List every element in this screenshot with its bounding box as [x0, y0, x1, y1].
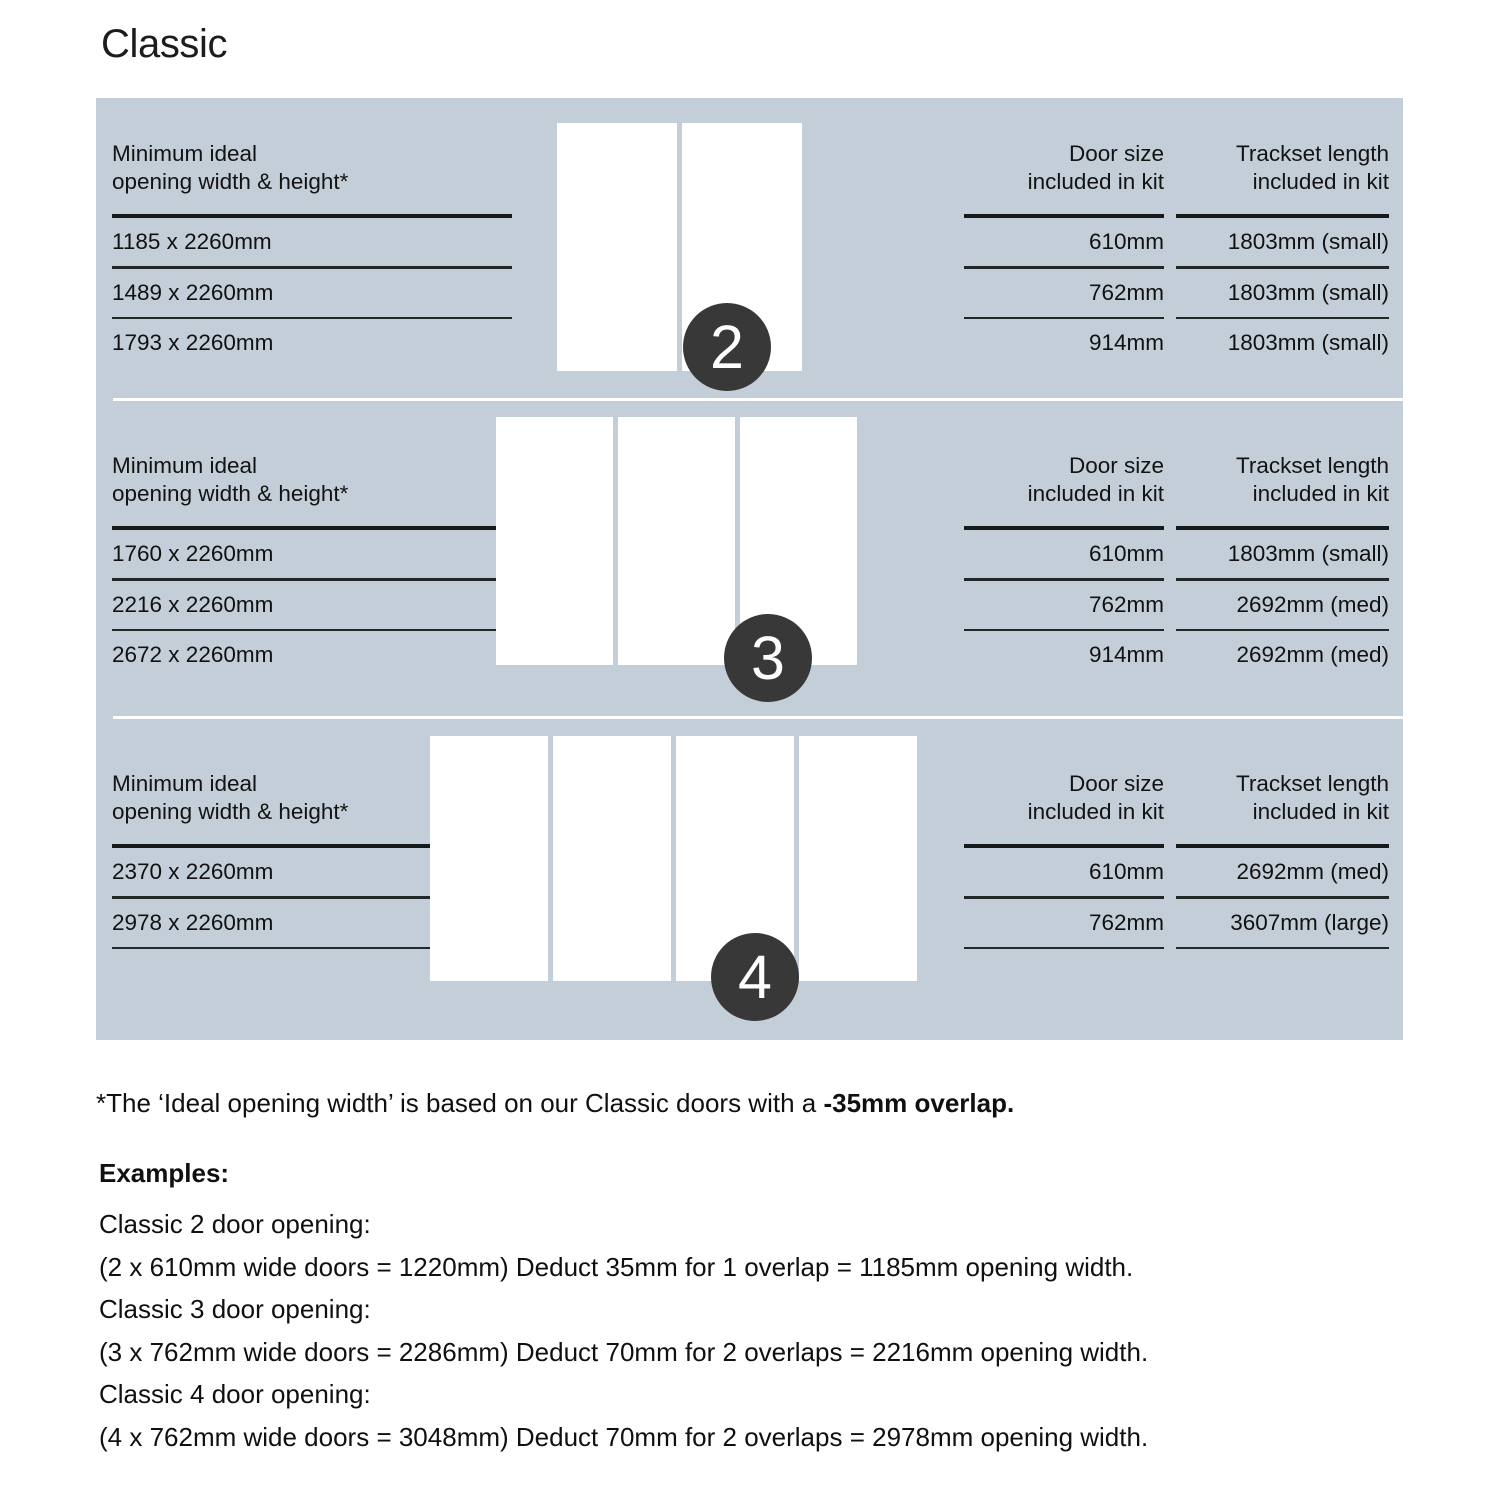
column-header-opening: Minimum ideal opening width & height* — [112, 453, 349, 506]
column-door-size: Door size included in kit 610mm 762mm — [964, 718, 1164, 1040]
table-cell-trackset: 2692mm (med) — [1236, 859, 1389, 884]
panel-4-door: Minimum ideal opening width & height* 23… — [96, 718, 1403, 1040]
door-panel — [618, 417, 735, 665]
row-rule — [1176, 896, 1389, 899]
table-cell-door-size: 914mm — [1088, 330, 1164, 355]
table-cell-door-size: 762mm — [1088, 279, 1164, 305]
table-cell-door-size: 762mm — [1088, 591, 1164, 617]
row-rule — [964, 316, 1164, 319]
table-cell-opening: 2978 x 2260mm — [112, 909, 274, 935]
example-line: (2 x 610mm wide doors = 1220mm) Deduct 3… — [99, 1251, 1134, 1282]
column-header-opening: Minimum ideal opening width & height* — [112, 141, 349, 194]
row-rule — [1176, 628, 1389, 631]
table-cell-opening: 1185 x 2260mm — [112, 229, 272, 254]
header-rule — [964, 526, 1164, 530]
table-cell-trackset: 1803mm (small) — [1227, 541, 1389, 566]
row-rule — [964, 628, 1164, 631]
examples-list: Classic 2 door opening: (2 x 610mm wide … — [99, 1203, 1459, 1458]
panel-divider — [113, 716, 1403, 719]
row-rule — [112, 578, 512, 581]
header-rule — [1176, 844, 1389, 848]
column-trackset-length: Trackset length included in kit 1803mm (… — [1176, 400, 1389, 718]
table-cell-door-size: 914mm — [1088, 642, 1164, 667]
row-rule — [112, 896, 512, 899]
page-title: Classic — [101, 22, 228, 66]
table-cell-trackset: 2692mm (med) — [1236, 591, 1389, 617]
table-cell-opening: 2370 x 2260mm — [112, 859, 274, 884]
header-rule — [1176, 526, 1389, 530]
column-opening-sizes: Minimum ideal opening width & height* 23… — [112, 718, 512, 1040]
row-rule — [112, 266, 512, 269]
table-cell-door-size: 610mm — [1088, 859, 1164, 884]
column-header-opening: Minimum ideal opening width & height* — [112, 771, 349, 824]
row-rule — [964, 266, 1164, 269]
panel-2-door: Minimum ideal opening width & height* 11… — [96, 98, 1403, 400]
example-line: (4 x 762mm wide doors = 3048mm) Deduct 7… — [99, 1421, 1149, 1452]
table-cell-door-size: 610mm — [1088, 541, 1164, 566]
row-rule — [112, 628, 512, 631]
panel-divider — [113, 398, 1403, 401]
table-cell-opening: 2672 x 2260mm — [112, 642, 274, 667]
row-rule — [964, 896, 1164, 899]
footnote-prefix: *The ‘Ideal opening width’ is based on o… — [96, 1088, 824, 1118]
column-door-size: Door size included in kit 610mm 762mm 91… — [964, 400, 1164, 718]
column-trackset-length: Trackset length included in kit 1803mm (… — [1176, 98, 1389, 400]
door-panel — [430, 736, 548, 981]
row-rule — [112, 946, 512, 949]
row-rule — [964, 578, 1164, 581]
door-panel — [553, 736, 671, 981]
table-cell-door-size: 610mm — [1088, 229, 1164, 254]
column-header-trackset: Trackset length included in kit — [1236, 771, 1389, 824]
panel-3-door: Minimum ideal opening width & height* 17… — [96, 400, 1403, 718]
header-rule — [964, 844, 1164, 848]
door-diagram-2 — [557, 123, 802, 371]
table-cell-trackset: 2692mm (med) — [1236, 642, 1389, 667]
table-cell-trackset: 1803mm (small) — [1227, 229, 1389, 254]
header-rule — [1176, 214, 1389, 218]
footnote-overlap: *The ‘Ideal opening width’ is based on o… — [96, 1086, 1014, 1120]
row-rule — [964, 946, 1164, 949]
door-diagram-3 — [496, 417, 857, 665]
table-cell-door-size: 762mm — [1088, 909, 1164, 935]
examples-heading: Examples: — [99, 1158, 230, 1188]
table-cell-opening: 2216 x 2260mm — [112, 591, 274, 617]
table-cell-opening: 1760 x 2260mm — [112, 541, 274, 566]
header-rule — [112, 844, 512, 848]
door-count-badge-2: 2 — [683, 303, 771, 391]
column-opening-sizes: Minimum ideal opening width & height* 17… — [112, 400, 512, 718]
column-trackset-length: Trackset length included in kit 2692mm (… — [1176, 718, 1389, 1040]
header-rule — [964, 214, 1164, 218]
column-header-trackset: Trackset length included in kit — [1236, 453, 1389, 506]
row-rule — [1176, 316, 1389, 319]
door-panel — [496, 417, 613, 665]
row-rule — [1176, 578, 1389, 581]
row-rule — [1176, 266, 1389, 269]
table-cell-trackset: 1803mm (small) — [1227, 279, 1389, 305]
door-count-badge-3: 3 — [724, 614, 812, 702]
door-panel — [557, 123, 677, 371]
column-opening-sizes: Minimum ideal opening width & height* 11… — [112, 98, 512, 400]
example-line: Classic 3 door opening: — [99, 1294, 371, 1324]
table-cell-trackset: 3607mm (large) — [1230, 909, 1389, 935]
door-panel — [799, 736, 917, 981]
footnote-emphasis: -35mm overlap. — [823, 1088, 1015, 1118]
column-header-trackset: Trackset length included in kit — [1236, 141, 1389, 194]
door-count-badge-4: 4 — [711, 933, 799, 1021]
column-header-door-size: Door size included in kit — [1027, 453, 1164, 506]
classic-sizing-chart: Minimum ideal opening width & height* 11… — [96, 98, 1403, 1040]
table-cell-opening: 1489 x 2260mm — [112, 279, 274, 305]
door-diagram-4 — [430, 736, 917, 981]
row-rule — [1176, 946, 1389, 949]
example-line: (3 x 762mm wide doors = 2286mm) Deduct 7… — [99, 1336, 1149, 1367]
table-cell-trackset: 1803mm (small) — [1227, 330, 1389, 355]
column-header-door-size: Door size included in kit — [1027, 141, 1164, 194]
column-header-door-size: Door size included in kit — [1027, 771, 1164, 824]
header-rule — [112, 526, 512, 530]
row-rule — [112, 316, 512, 319]
example-line: Classic 2 door opening: — [99, 1209, 371, 1239]
table-cell-opening: 1793 x 2260mm — [112, 330, 274, 355]
header-rule — [112, 214, 512, 218]
column-door-size: Door size included in kit 610mm 762mm 91… — [964, 98, 1164, 400]
example-line: Classic 4 door opening: — [99, 1379, 371, 1409]
